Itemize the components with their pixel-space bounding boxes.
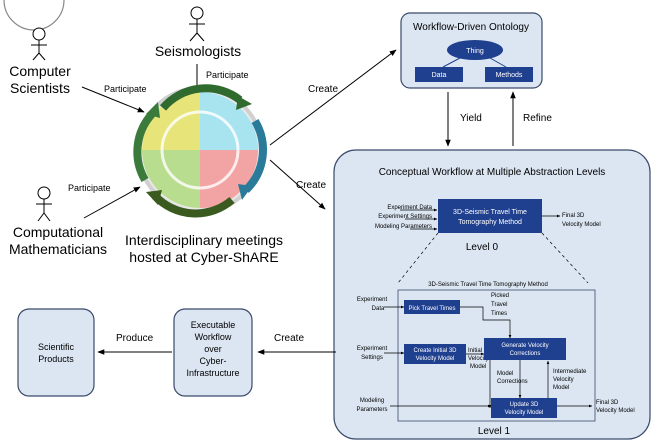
l1-final-1: Final 3D [596,400,619,406]
seismologists-label: Seismologists [155,43,241,59]
executable-3: over [204,344,222,354]
scientific-products-box [17,308,95,397]
collaboration-wheel-icon [133,84,267,218]
l1-picked-1: Picked [491,293,509,299]
thing-node [447,40,503,60]
l1-initial-3: Model [470,364,486,370]
products-1: Scientific [38,342,75,352]
level0-method-1: 3D-Seismic Travel Time [453,209,527,216]
pick-travel-times-node [404,300,460,314]
mathematician-figure-icon [36,186,52,222]
l1-settings-2: Settings [361,355,383,361]
l1-initial-2: Velocity [468,356,489,362]
l1-update-1: Update 3D [510,402,539,408]
computer-scientists-label-2: Scientists [10,80,70,96]
l1-modeling-2: Parameters [356,407,387,413]
l1-initial-1: Initial 3D [468,348,492,354]
refine-label: Refine [523,113,552,124]
meetings-caption-2: hosted at Cyber-ShARE [129,249,278,265]
create-workflow-arrow [269,159,326,210]
create-workflow-label: Create [296,180,326,191]
participate-arrow-3 [83,186,141,219]
l1-experiment-data-1: Experiment [357,297,388,303]
l1-experiment-data-2: Data [372,306,385,312]
level0-method-node [438,199,542,233]
computer-scientist-figure-icon [31,27,47,61]
ontology-title: Workflow-Driven Ontology [413,22,529,33]
methods-label: Methods [496,72,523,79]
participate-label-2: Participate [206,70,249,80]
create-executable-label: Create [274,333,304,344]
l1-corrections-1: Model [497,371,513,377]
level0-input-2: Experiment Settings [378,214,432,220]
level0-input-3: Modeling Parameters [375,224,432,230]
conceptual-workflow-box [333,149,651,440]
create-initial-model-node [404,344,466,364]
meetings-caption-1: Interdisciplinary meetings [125,232,283,248]
l1-create-initial-1: Create Initial 3D [413,348,457,354]
level1-label: Level 1 [478,426,511,437]
l1-modeling-1: Modeling [360,398,384,404]
l1-final-2: Velocity Model [596,408,635,414]
executable-5: Infrastructure [186,368,239,378]
computer-scientists-label-1: Computer [9,63,71,79]
decor-arc [3,0,65,31]
level1-box [397,289,596,422]
l1-intermediate-2: Velocity [553,377,574,383]
l1-intermediate-3: Model [553,385,569,391]
participate-arrow-1 [81,86,145,113]
level0-method-2: Tomography Method [458,219,522,226]
seismologist-figure-icon [189,6,205,42]
products-2: Products [38,354,74,364]
level0-output-1: Final 3D [562,213,585,219]
executable-workflow-box [173,308,253,397]
mathematicians-label-1: Computational [13,224,103,240]
l1-generate-2: Corrections [510,351,541,357]
executable-4: Cyber- [199,356,226,366]
l1-settings-1: Experiment [357,346,388,352]
data-label: Data [432,72,447,79]
executable-2: Workflow [195,332,232,342]
l1-update-2: Velocity Model [505,410,544,416]
methods-node [485,67,533,82]
l1-picked-3: Times [491,311,507,317]
l1-pick: Pick Travel Times [408,306,455,312]
l1-create-initial-2: Velocity Model [416,356,455,362]
participate-label-3: Participate [68,183,111,193]
update-model-node [491,398,557,418]
conceptual-title: Conceptual Workflow at Multiple Abstract… [379,167,606,178]
yield-label: Yield [460,113,482,124]
mathematicians-label-2: Mathematicians [9,241,107,257]
create-ontology-label: Create [308,84,338,95]
l1-generate-1: Generate Velocity [501,343,548,349]
l1-corrections-2: Corrections [497,379,528,385]
level1-title: 3D-Seismic Travel Time Tomography Method [428,282,548,288]
thing-label: Thing [466,48,484,55]
l1-picked-2: Travel [491,302,507,308]
produce-label: Produce [116,333,154,344]
level0-input-1: Experiment Data [387,205,432,211]
level0-label: Level 0 [466,242,499,253]
l1-intermediate-1: Intermediate [553,369,587,375]
participate-label-1: Participate [104,84,147,94]
generate-corrections-node [484,338,566,360]
data-node [415,67,463,82]
executable-1: Executable [191,320,236,330]
level0-output-2: Velocity Model [562,222,601,228]
create-ontology-arrow [269,49,397,146]
